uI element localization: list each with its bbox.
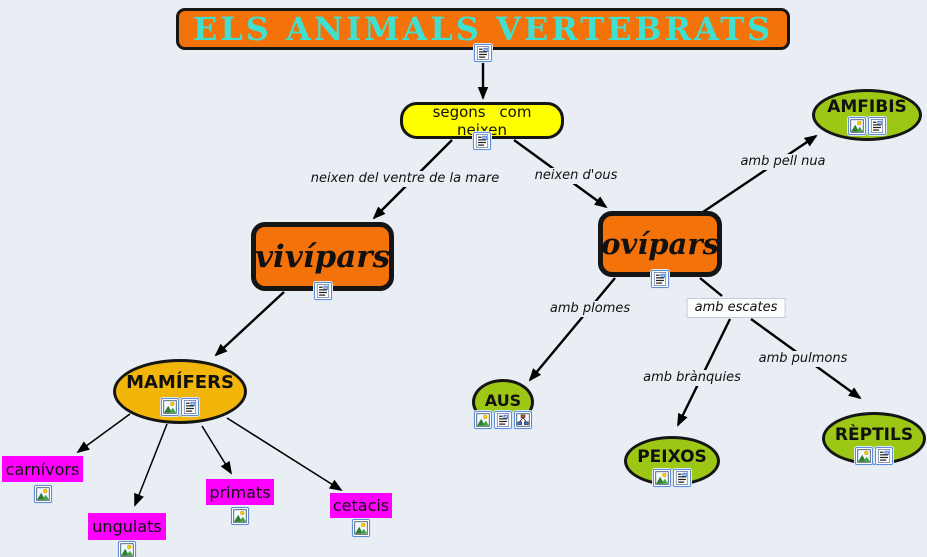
resource-icons bbox=[473, 132, 491, 150]
node-vivipars[interactable]: vivípars bbox=[251, 222, 394, 300]
node-label: RÈPTILS bbox=[834, 424, 914, 445]
edge-mamifers-primats[interactable] bbox=[201, 425, 233, 475]
image-resource-icon[interactable] bbox=[855, 447, 873, 465]
node-ovipars[interactable]: ovípars bbox=[598, 211, 722, 288]
edge-ovipars-amfibis[interactable] bbox=[702, 134, 818, 213]
edge-mamifers-cetacis[interactable] bbox=[226, 417, 343, 492]
image-resource-icon[interactable] bbox=[231, 507, 249, 525]
resource-icons bbox=[855, 447, 893, 465]
document-resource-icon[interactable] bbox=[313, 282, 332, 300]
node-cetacis[interactable]: cetacis bbox=[330, 493, 392, 537]
node-ungulats[interactable]: ungulats bbox=[88, 513, 166, 557]
edge-label-neixen-ventre[interactable]: neixen del ventre de la mare bbox=[307, 171, 503, 187]
edge-ovipars-aus[interactable] bbox=[528, 277, 616, 382]
edge-label-amb-escates[interactable]: amb escates bbox=[686, 298, 786, 318]
node-amfibis[interactable]: AMFIBIS bbox=[812, 89, 922, 141]
edge-vivipars-mamifers[interactable] bbox=[214, 291, 285, 357]
edge-label-amb-branquies[interactable]: amb brànquies bbox=[640, 370, 744, 386]
image-resource-icon[interactable] bbox=[848, 117, 866, 135]
resource-icons bbox=[651, 270, 669, 288]
document-resource-icon[interactable] bbox=[474, 44, 492, 62]
node-label: ovípars bbox=[601, 227, 719, 261]
edge-mamifers-carnivors[interactable] bbox=[76, 413, 131, 454]
edge-label-amb-pulmons[interactable]: amb pulmons bbox=[755, 351, 851, 367]
node-aus[interactable]: AUS bbox=[472, 379, 534, 429]
resource-icons bbox=[352, 519, 370, 537]
node-label: primats bbox=[209, 482, 271, 502]
node-label: AMFIBIS bbox=[827, 97, 907, 117]
image-resource-icon[interactable] bbox=[352, 519, 370, 537]
node-label: ungulats bbox=[92, 517, 162, 536]
image-resource-icon[interactable] bbox=[161, 398, 179, 416]
node-segons-com-neixen[interactable]: segons com neixen bbox=[400, 102, 564, 150]
document-resource-icon[interactable] bbox=[875, 447, 893, 465]
node-label: segons com neixen bbox=[432, 102, 532, 139]
node-mamifers[interactable]: MAMÍFERS bbox=[113, 359, 247, 424]
node-title[interactable]: ELS ANIMALS VERTEBRATS bbox=[176, 8, 790, 62]
node-label: cetacis bbox=[332, 496, 390, 515]
image-resource-icon[interactable] bbox=[118, 541, 136, 557]
resource-icons bbox=[474, 411, 532, 429]
document-resource-icon[interactable] bbox=[473, 132, 491, 150]
edge-label-amb-pell-nua[interactable]: amb pell nua bbox=[737, 154, 829, 170]
resource-icons bbox=[653, 469, 691, 487]
resource-icons bbox=[231, 507, 249, 525]
node-label: PEIXOS bbox=[637, 447, 707, 467]
document-resource-icon[interactable] bbox=[673, 469, 691, 487]
document-resource-icon[interactable] bbox=[181, 398, 199, 416]
image-resource-icon[interactable] bbox=[653, 469, 671, 487]
edge-mamifers-ungulats[interactable] bbox=[134, 423, 168, 507]
resource-icons bbox=[33, 485, 52, 503]
resource-icons bbox=[848, 117, 886, 135]
node-label: carnívors bbox=[5, 459, 80, 479]
node-reptils[interactable]: RÈPTILS bbox=[822, 412, 926, 465]
document-resource-icon[interactable] bbox=[868, 117, 886, 135]
map-title-text: ELS ANIMALS VERTEBRATS bbox=[192, 10, 774, 48]
node-label: vivípars bbox=[254, 238, 391, 275]
document-resource-icon[interactable] bbox=[651, 270, 669, 288]
image-resource-icon[interactable] bbox=[474, 411, 492, 429]
node-label: MAMÍFERS bbox=[126, 372, 234, 393]
resource-icons bbox=[313, 282, 332, 300]
document-resource-icon[interactable] bbox=[494, 411, 512, 429]
edge-label-neixen-dous[interactable]: neixen d'ous bbox=[531, 168, 621, 184]
node-carnivors[interactable]: carnívors bbox=[2, 456, 83, 503]
node-peixos[interactable]: PEIXOS bbox=[624, 436, 720, 487]
image-resource-icon[interactable] bbox=[33, 485, 52, 503]
node-primats[interactable]: primats bbox=[206, 479, 274, 525]
resource-icons bbox=[161, 398, 199, 416]
node-label: AUS bbox=[484, 390, 522, 410]
resource-icons bbox=[118, 541, 136, 557]
edge-ovipars-escates[interactable] bbox=[699, 277, 723, 297]
concept-map-resource-icon[interactable] bbox=[514, 411, 532, 429]
title-resource-icons bbox=[474, 44, 492, 62]
edge-label-amb-plomes[interactable]: amb plomes bbox=[546, 301, 634, 317]
